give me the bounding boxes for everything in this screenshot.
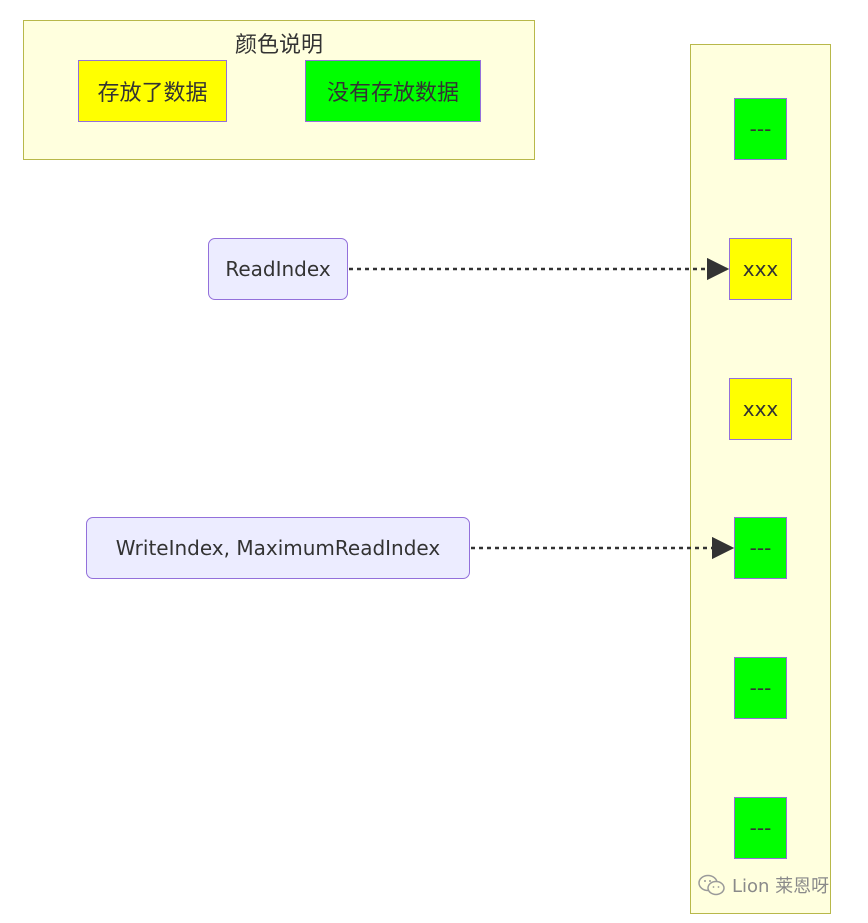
buffer-cell: --- — [734, 797, 787, 859]
legend-cluster: 颜色说明 存放了数据 没有存放数据 — [23, 20, 535, 160]
legend-empty-label: 没有存放数据 — [326, 81, 459, 106]
watermark: Lion 莱恩呀 — [698, 872, 829, 898]
buffer-cell: --- — [734, 517, 787, 579]
ring-buffer-cluster — [690, 44, 831, 914]
buffer-cell: xxx — [729, 378, 792, 440]
legend-filled-label: 存放了数据 — [97, 81, 208, 106]
legend-empty-swatch: 没有存放数据 — [305, 60, 481, 122]
buffer-cell-label: --- — [749, 536, 772, 560]
legend-filled-swatch: 存放了数据 — [78, 60, 227, 122]
buffer-cell-label: --- — [749, 816, 772, 840]
buffer-cell-label: xxx — [742, 397, 779, 421]
legend-title: 颜色说明 — [234, 33, 323, 58]
write-index-node: WriteIndex, MaximumReadIndex — [86, 517, 470, 579]
buffer-cell: --- — [734, 657, 787, 719]
buffer-cell: --- — [734, 98, 787, 160]
read-index-label: ReadIndex — [225, 257, 331, 281]
buffer-cell-label: --- — [749, 117, 772, 141]
watermark-text: Lion 莱恩呀 — [732, 876, 830, 897]
write-index-label: WriteIndex, MaximumReadIndex — [115, 536, 441, 560]
buffer-cell: xxx — [729, 238, 792, 300]
buffer-cell-label: --- — [749, 676, 772, 700]
wechat-icon — [698, 874, 725, 896]
buffer-cell-label: xxx — [742, 257, 779, 281]
read-index-node: ReadIndex — [208, 238, 348, 300]
